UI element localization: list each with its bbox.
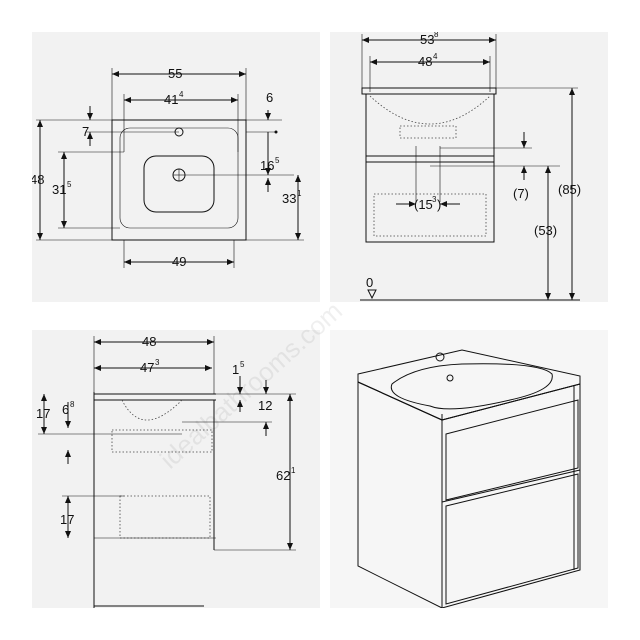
front-view-panel: 53 8 48 4 (15 3 ) (7) (53) (85): [330, 32, 608, 302]
dim-basin-depth: 31: [52, 182, 66, 197]
dim-depth: 48: [142, 334, 156, 349]
dim-basin-depth-sup: 5: [67, 180, 72, 189]
side-view-drawing: 48 47 3 17 6 8 17 1 5: [36, 334, 296, 608]
dim-drain-to-front-sup: 1: [297, 189, 302, 198]
dim-cabinet-width-sup: 4: [433, 52, 438, 61]
front-view-drawing: 53 8 48 4 (15 3 ) (7) (53) (85): [360, 32, 581, 301]
dim-cabinet-width: 48: [418, 54, 432, 69]
top-view-panel: 55 41 4 6 48 31 5 7: [32, 32, 320, 302]
dim-cabinet-depth-sup: 3: [155, 358, 160, 367]
dim-drawer-height: 17: [60, 512, 74, 527]
dim-waste-spacing-suffix: ): [437, 197, 441, 212]
perspective-drawing: [357, 349, 581, 608]
side-view-panel: 48 47 3 17 6 8 17 1 5: [32, 330, 320, 608]
dim-basin-depth-b-sup: 8: [70, 400, 75, 409]
dim-overall-height: (85): [558, 182, 581, 197]
dim-overall-width: 53: [420, 32, 434, 47]
dim-depth: 48: [32, 172, 44, 187]
top-view-drawing: 55 41 4 6 48 31 5 7: [32, 66, 304, 269]
dim-tap-from-back: 7: [82, 124, 89, 139]
dim-cabinet-depth: 47: [140, 360, 154, 375]
dim-basin-depth-b: 6: [62, 402, 69, 417]
dim-drawer-gap: (7): [513, 186, 529, 201]
perspective-view-panel: [330, 330, 608, 608]
dim-basin-width-sup: 4: [179, 90, 184, 99]
dim-cabinet-height-sup: 1: [291, 466, 296, 475]
dim-drain-offset: 16: [260, 158, 274, 173]
dim-basin-width: 41: [164, 92, 178, 107]
dim-drain-to-front: 33: [282, 191, 296, 206]
dim-rim-sup: 5: [240, 360, 245, 369]
dim-drain-offset-sup: 5: [275, 156, 280, 165]
dim-height-to-cutout: (53): [534, 223, 557, 238]
dim-floor-level: 0: [366, 275, 373, 290]
dim-cabinet-height: 62: [276, 468, 290, 483]
dim-top-thickness: 12: [258, 398, 272, 413]
dim-width: 55: [168, 66, 182, 81]
dim-waste-spacing-sup: 3: [432, 195, 437, 204]
dim-rim-right: 6: [266, 90, 273, 105]
dim-overall-width-sup: 8: [434, 32, 439, 39]
dim-waste-spacing: (15: [414, 197, 433, 212]
dim-cabinet-width: 49: [172, 254, 186, 269]
dim-rim: 1: [232, 362, 239, 377]
dim-basin-depth-a: 17: [36, 406, 50, 421]
